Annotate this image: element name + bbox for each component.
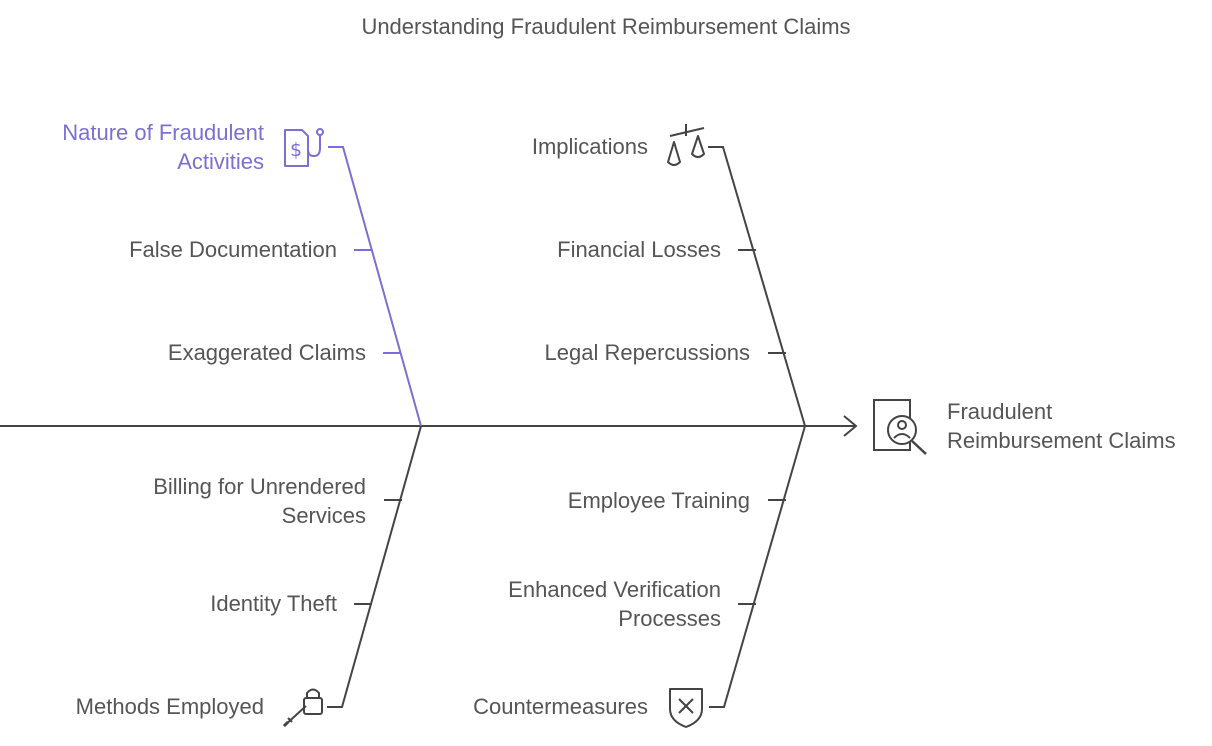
item-employee-training: Employee Training <box>567 488 750 513</box>
dollar-hook-icon: $ <box>284 128 324 167</box>
bone-nature <box>328 146 422 427</box>
category-nature-label: Nature of Fraudulent Activities <box>62 120 264 174</box>
category-methods-label: Methods Employed <box>75 694 264 719</box>
lockpick-icon <box>282 688 323 728</box>
search-person-icon <box>873 399 927 455</box>
shield-x-icon <box>669 688 703 728</box>
svg-text:$: $ <box>290 139 302 161</box>
scales-icon <box>667 124 705 166</box>
item-financial-losses: Financial Losses <box>557 237 721 262</box>
bone-methods <box>327 425 422 708</box>
bone-countermeasures <box>709 425 806 708</box>
bone-implications <box>708 146 806 427</box>
item-legal-repercussions: Legal Repercussions <box>544 340 750 365</box>
head-label: Fraudulent Reimbursement Claims <box>947 399 1176 453</box>
category-countermeasures-label: Countermeasures <box>473 694 648 719</box>
diagram-title: Understanding Fraudulent Reimbursement C… <box>361 14 851 39</box>
item-exaggerated-claims: Exaggerated Claims <box>167 340 366 365</box>
item-false-documentation: False Documentation <box>129 237 337 262</box>
item-enhanced-verification: Enhanced Verification Processes <box>508 577 721 631</box>
item-identity-theft: Identity Theft <box>210 591 337 616</box>
category-implications-label: Implications <box>531 134 648 159</box>
item-billing-unrendered: Billing for Unrendered Services <box>153 474 366 528</box>
spine-arrowhead <box>843 415 858 437</box>
